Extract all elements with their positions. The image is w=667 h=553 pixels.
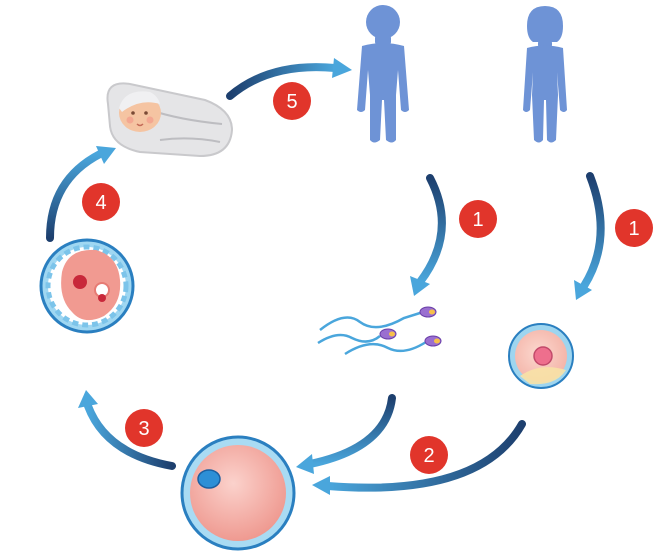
step-number: 3: [138, 418, 149, 440]
arrow-woman-to-egg: [574, 172, 605, 300]
arrow-egg-to-zygote: [312, 420, 526, 495]
zygote-icon: [180, 435, 296, 551]
step-badge-1-man: 1: [459, 200, 497, 238]
step-number: 4: [95, 192, 106, 214]
step-number: 5: [286, 91, 297, 113]
sperm-cells-icon: [317, 306, 442, 356]
step-badge-4: 4: [82, 183, 120, 221]
step-badge-1-woman: 1: [615, 209, 653, 247]
step-badge-2: 2: [410, 436, 448, 474]
sperm-cell: [319, 306, 437, 331]
step-number: 1: [472, 209, 483, 231]
arrow-zygote-to-embryo: [78, 390, 176, 470]
sperm-cell: [344, 335, 442, 356]
arrow-sperm-to-zygote: [296, 394, 396, 474]
arrow-man-to-sperm: [410, 174, 446, 296]
sperm-cell: [317, 328, 397, 345]
arrow-embryo-to-baby: [46, 146, 116, 242]
man-silhouette-icon: [357, 5, 409, 143]
step-badge-3: 3: [125, 409, 163, 447]
swaddled-baby-icon: [106, 82, 234, 158]
egg-cell-icon: [508, 323, 574, 389]
step-number: 2: [423, 445, 434, 467]
embryo-icon: [39, 238, 135, 334]
step-number: 1: [628, 218, 639, 240]
arrow-baby-to-man: [226, 58, 352, 100]
woman-silhouette-icon: [523, 6, 567, 143]
step-badge-5: 5: [273, 82, 311, 120]
